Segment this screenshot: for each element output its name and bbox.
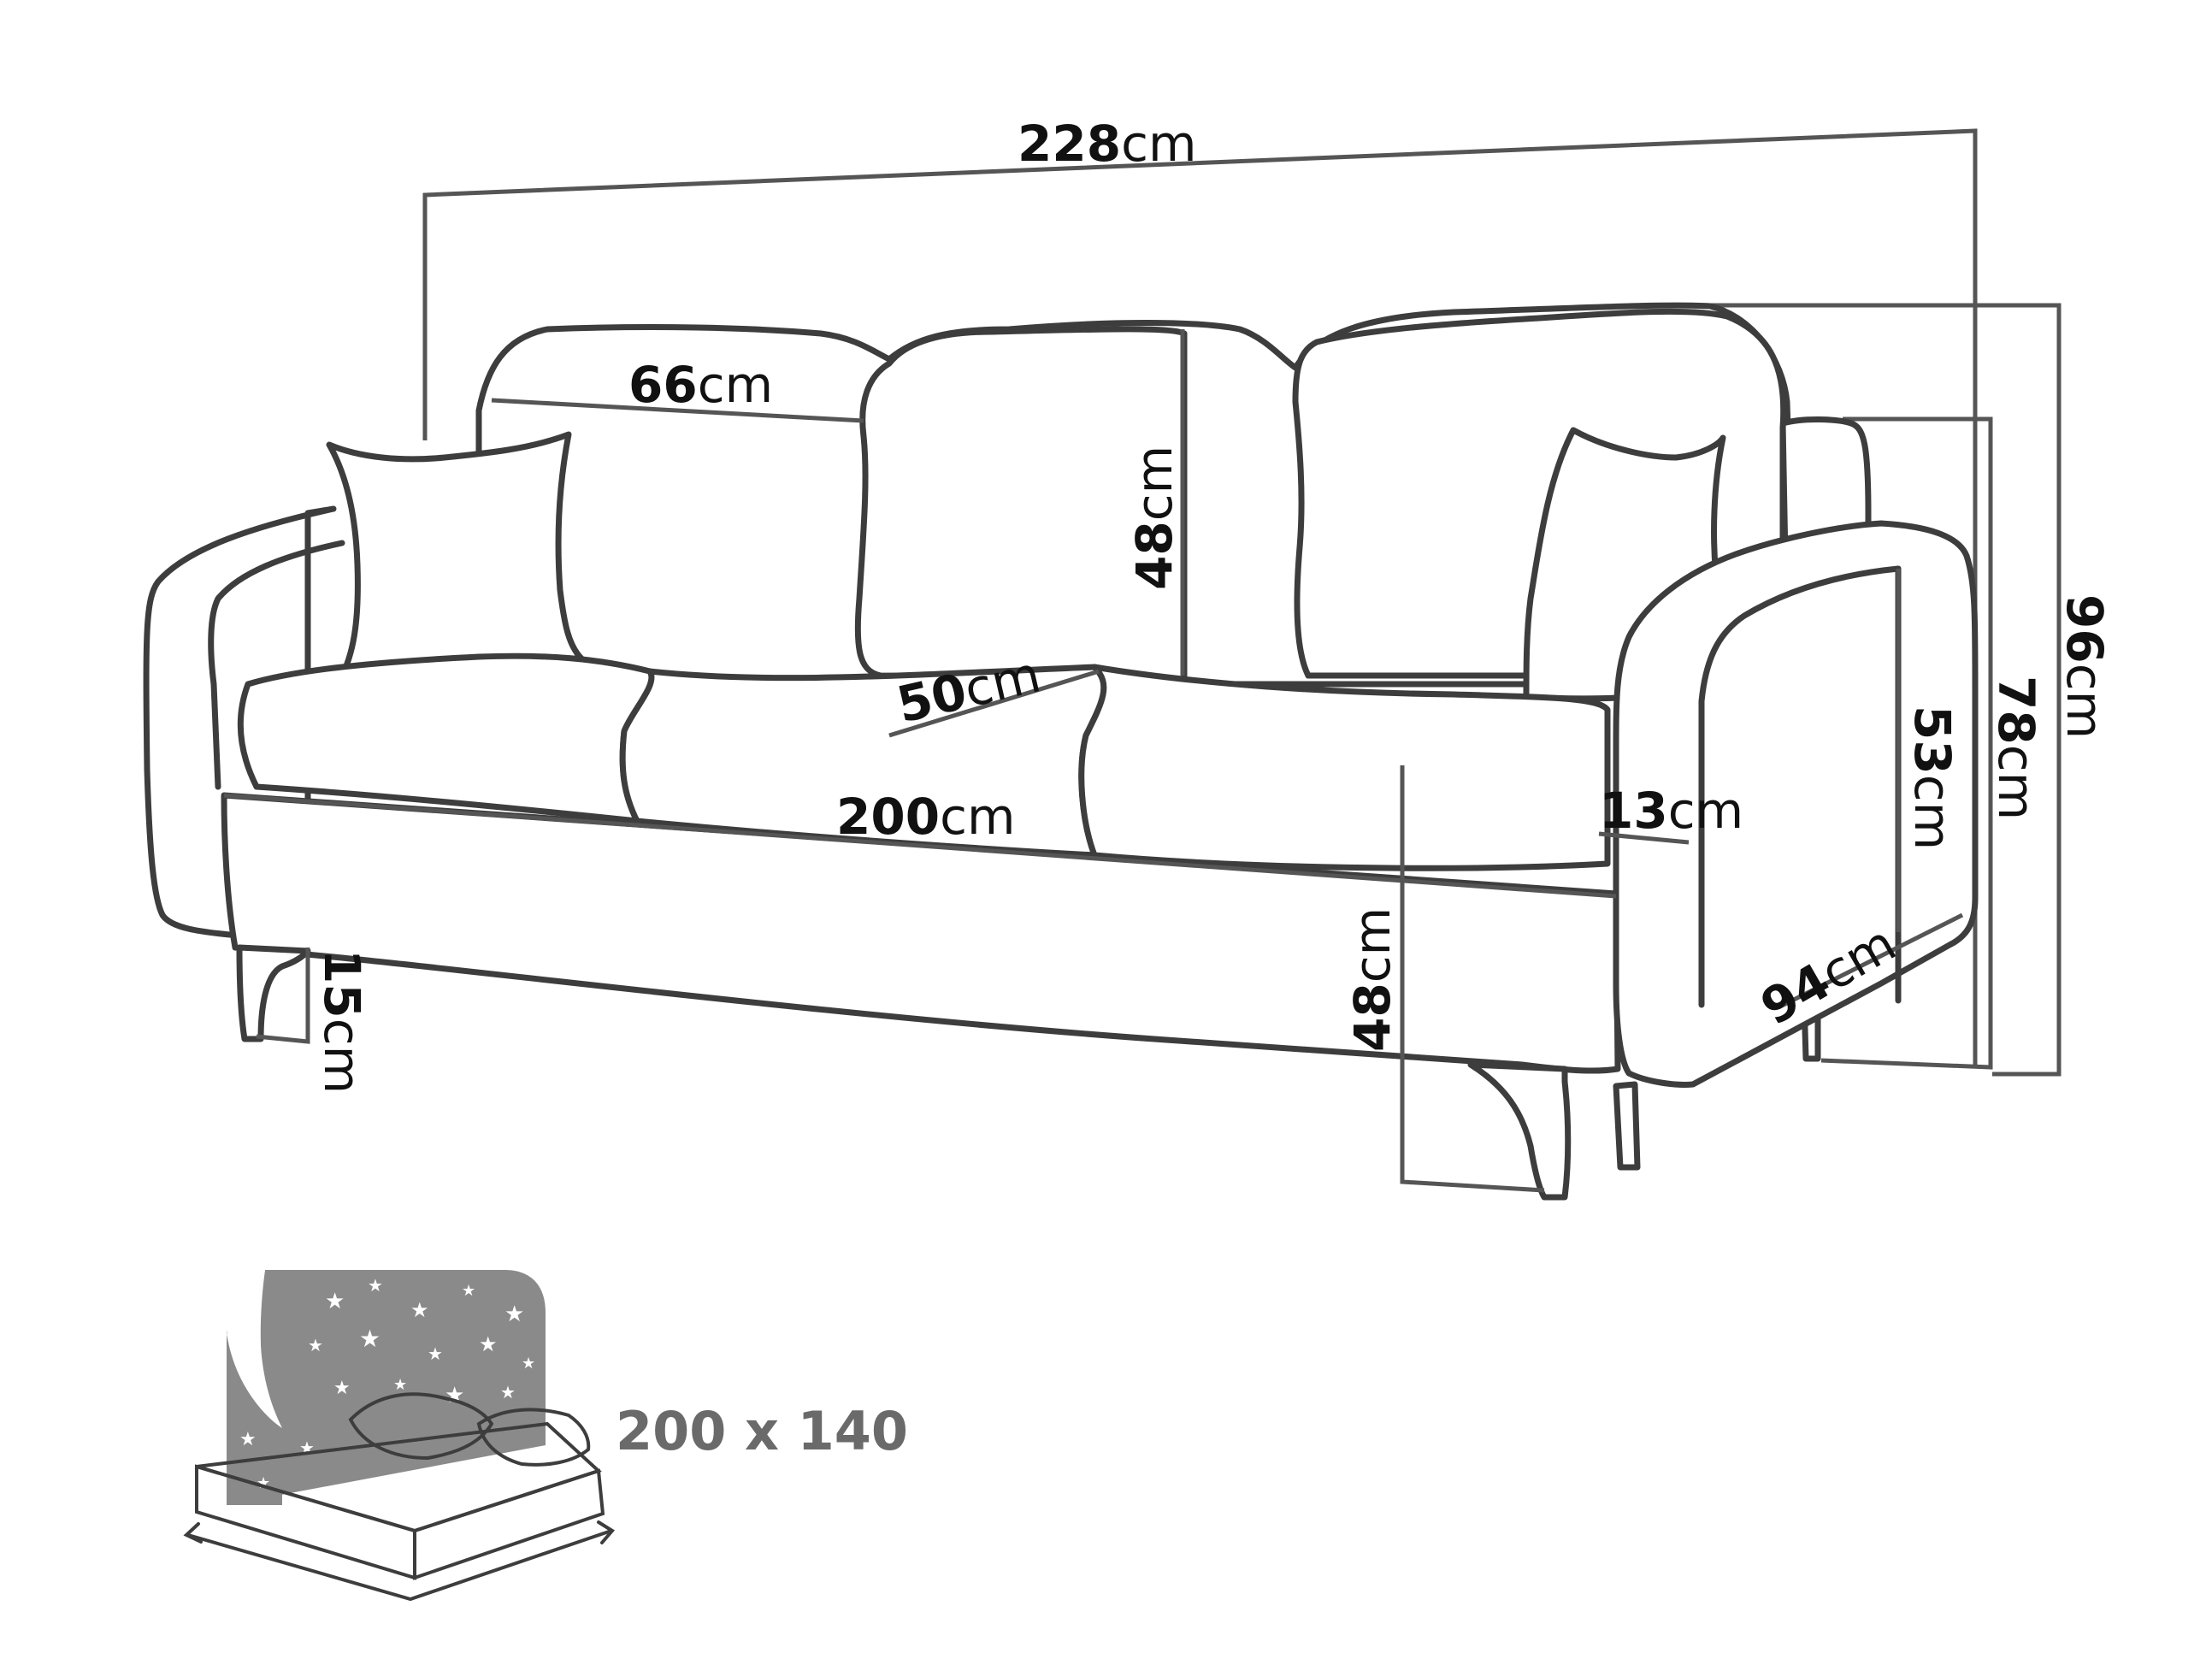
backrest-width-line	[491, 398, 864, 423]
pillow-left	[326, 431, 585, 679]
svg-text:★: ★	[393, 1376, 407, 1394]
back-height-line	[1820, 416, 1993, 1070]
bed-pillow-left	[348, 1392, 494, 1461]
front-leg-right	[1613, 1081, 1641, 1171]
svg-text:★: ★	[500, 1382, 516, 1402]
label-seat-width: 200cm	[836, 788, 1015, 846]
label-armrest-height: 53cm	[1903, 706, 1961, 850]
svg-text:★: ★	[308, 1335, 323, 1355]
svg-text:★: ★	[479, 1332, 498, 1356]
back-cushion-middle	[854, 326, 1188, 683]
svg-text:★: ★	[359, 1325, 380, 1353]
svg-text:★: ★	[462, 1282, 475, 1300]
label-total-height: 96cm	[2056, 594, 2114, 739]
seat-width-line	[223, 793, 1617, 899]
svg-text:★: ★	[445, 1383, 464, 1408]
svg-text:★: ★	[248, 1372, 262, 1390]
bed-width-arrow	[186, 1529, 613, 1602]
mattress-front	[413, 1468, 605, 1580]
svg-text:★: ★	[428, 1343, 443, 1364]
seat-cushion-right	[1078, 664, 1611, 871]
seat-height-line	[1400, 765, 1545, 1193]
front-leg-middle	[1467, 1061, 1572, 1201]
svg-text:★: ★	[239, 1429, 257, 1450]
depth-line	[1777, 912, 1964, 1010]
bed-arrow-head-right	[597, 1520, 616, 1544]
label-leg-height: 15cm	[313, 949, 371, 1094]
sofa-drawing	[143, 302, 1979, 1201]
measurement-lines	[223, 329, 1964, 1193]
label-seat-height: 48cm	[1343, 907, 1401, 1052]
leg-height-line	[256, 948, 310, 1044]
svg-text:★: ★	[504, 1302, 524, 1327]
label-backrest-width: 66cm	[628, 356, 773, 414]
total-height-line	[1702, 303, 2062, 1077]
svg-text:★: ★	[333, 1378, 351, 1399]
label-total-width: 228cm	[1018, 115, 1196, 173]
bed-size-label: 200 x 140	[616, 1400, 908, 1462]
svg-text:★: ★	[325, 1289, 345, 1314]
label-armrest-width: 13cm	[1599, 782, 1743, 840]
bed-pillow-right	[476, 1408, 591, 1467]
right-armrest-inner	[1698, 565, 1902, 1008]
svg-text:★: ★	[368, 1275, 383, 1296]
seat-depth-line	[888, 669, 1100, 738]
svg-text:★: ★	[522, 1355, 535, 1373]
front-leg-left	[236, 944, 311, 1042]
armrest-width-line	[1598, 831, 1690, 845]
svg-text:★: ★	[410, 1298, 429, 1322]
sleeping-bed-icon: ★ ★ ★ ★ ★ ★ ★ ★ ★ ★ ★ ★ ★ ★ ★ ★ ★ ★	[183, 1270, 616, 1602]
left-armrest-inner	[208, 540, 345, 790]
label-back-height: 78cm	[1987, 676, 2045, 820]
bed-arrow-head-left	[183, 1522, 203, 1544]
stars: ★ ★ ★ ★ ★ ★ ★ ★ ★ ★ ★ ★ ★ ★ ★ ★ ★ ★	[239, 1275, 535, 1492]
moon-crescent	[227, 1270, 282, 1428]
label-backrest-height: 48cm	[1125, 446, 1183, 590]
